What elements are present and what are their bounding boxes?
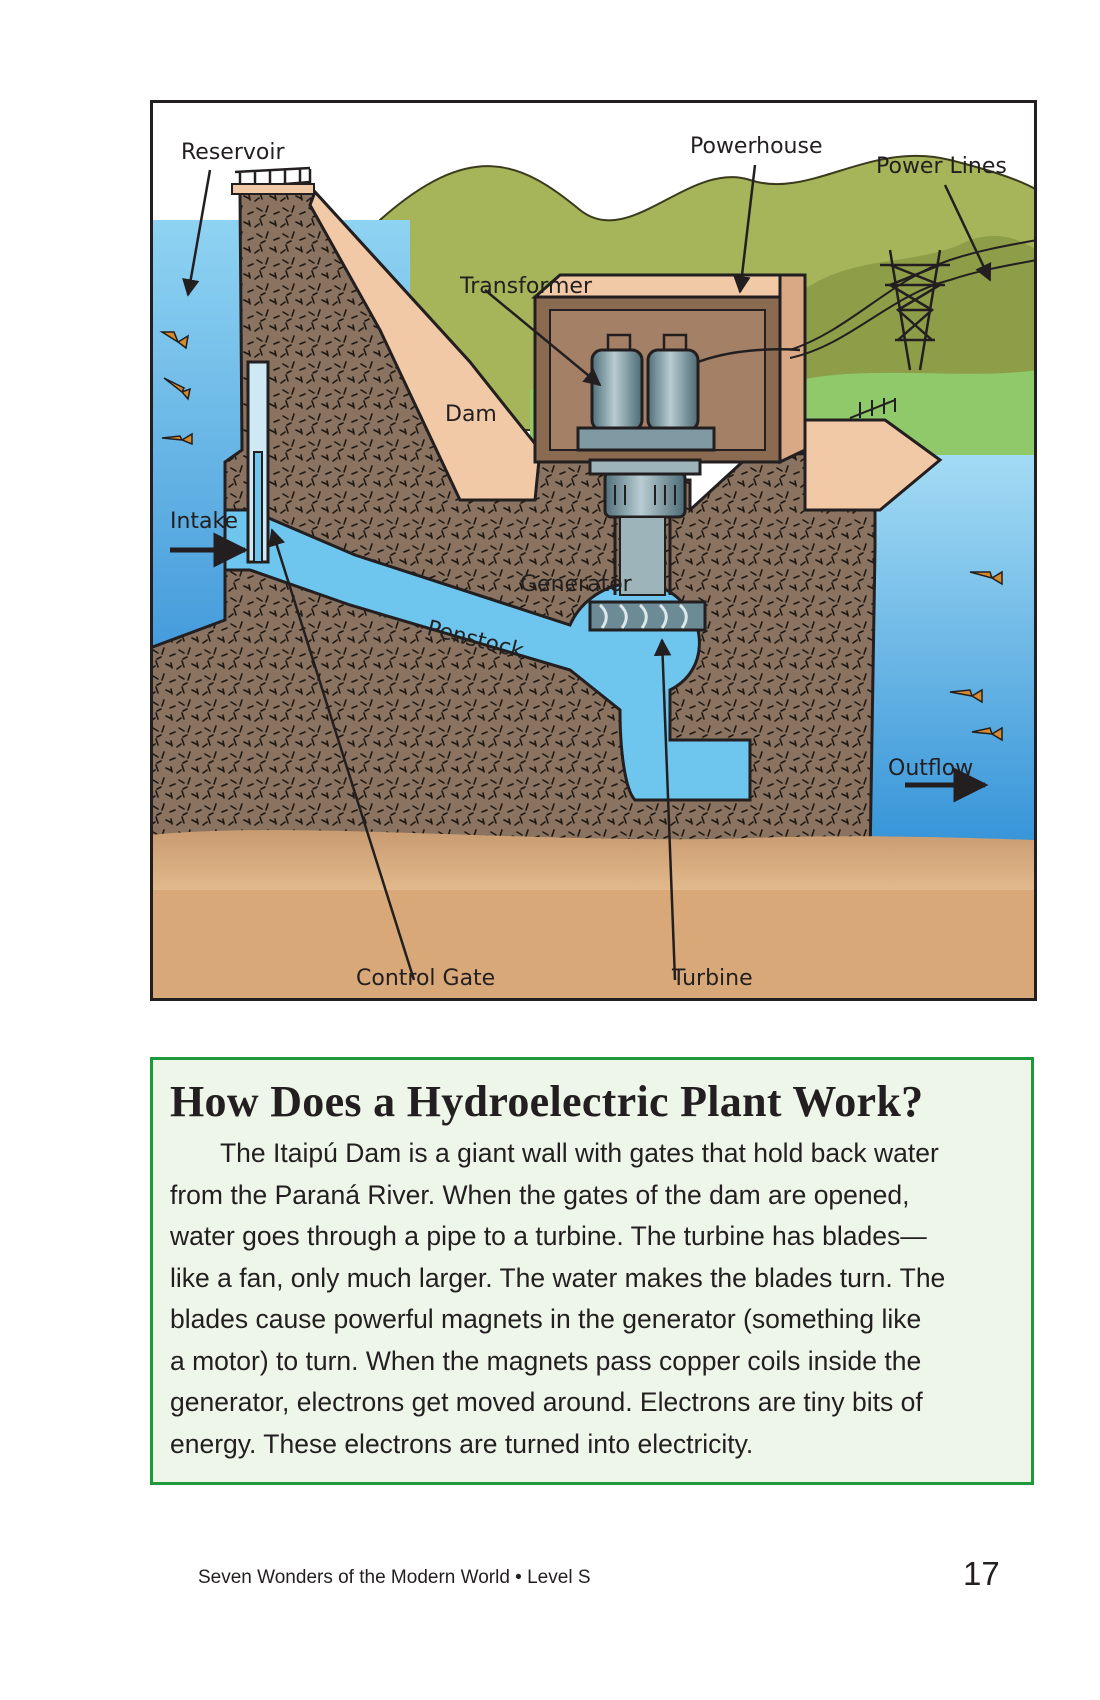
power-tower [880, 249, 950, 371]
label-control-gate: Control Gate [356, 966, 496, 991]
label-powerhouse: Powerhouse [690, 134, 823, 159]
diagram-frame [150, 100, 1037, 1001]
riverbed [150, 830, 1037, 900]
sidebar-heading: How Does a Hydroelectric Plant Work? [170, 1077, 924, 1126]
transformer-tank-right [646, 348, 700, 432]
label-dam: Dam [445, 402, 497, 427]
label-power-lines: Power Lines [876, 154, 1007, 179]
generator-body [603, 470, 687, 519]
sidebar-body: The Itaipú Dam is a giant wall with gate… [170, 1133, 1015, 1465]
reservoir-leader [182, 169, 212, 297]
sidebar-line: like a fan, only much larger. The water … [170, 1262, 946, 1293]
powerhouse-leader [733, 164, 757, 294]
dam-face [308, 189, 542, 502]
sidebar-line: energy. These electrons are turned into … [170, 1428, 754, 1459]
label-turbine: Turbine [672, 966, 753, 991]
label-intake: Intake [170, 509, 239, 534]
sidebar-line: water goes through a pipe to a turbine. … [170, 1221, 927, 1251]
fish-group [159, 331, 1003, 742]
footer-book-title: Seven Wonders of the Modern World • Leve… [198, 1567, 591, 1588]
transformer-leader [484, 289, 602, 387]
ground-strip [150, 890, 1037, 1001]
tailrace-platform [803, 418, 943, 512]
powerhouse-side [778, 273, 807, 465]
turbine-leader [653, 638, 677, 981]
transformer-tank-left [590, 348, 644, 432]
label-reservoir: Reservoir [181, 140, 285, 165]
penstock [223, 508, 752, 802]
sidebar-line: generator, electrons get moved around. E… [170, 1387, 923, 1417]
sidebar-line: blades cause powerful magnets in the gen… [170, 1304, 922, 1334]
sidebar-line: from the Paraná River. When the gates of… [170, 1179, 910, 1210]
label-transformer: Transformer [460, 274, 593, 299]
powerlines-leader [943, 184, 992, 282]
sidebar-line: a motor) to turn. When the magnets pass … [170, 1345, 922, 1376]
hydroelectric-diagram: Reservoir Powerhouse Power Lines Transfo… [150, 100, 1037, 1001]
page-number: 17 [963, 1555, 1000, 1592]
controlgate-leader [268, 528, 416, 981]
explanation-sidebar: How Does a Hydroelectric Plant Work? The… [150, 1057, 1034, 1485]
sidebar-line: The Itaipú Dam is a giant wall with gate… [220, 1138, 939, 1168]
diagram-illustration [150, 100, 1037, 1001]
label-outflow: Outflow [888, 756, 974, 781]
label-generator: Generator [520, 572, 632, 597]
power-lines [789, 239, 1037, 359]
